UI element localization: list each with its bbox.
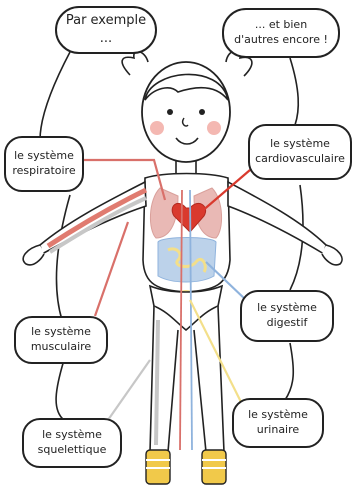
connector-right-top [290,58,298,125]
left-hand [23,245,44,265]
bubble-cardiovasculaire-line2: cardiovasculaire [255,152,345,167]
left-cheek [150,121,164,135]
bubble-urinaire-line2: urinaire [248,423,308,438]
bubble-musculaire: le système musculaire [14,316,108,364]
bubble-respiratoire-line2: respiratoire [12,164,75,179]
digestive-area [158,238,216,283]
arm-muscle [48,190,146,246]
bubble-urinaire: le système urinaire [232,398,324,448]
connector-left-bottom [56,360,64,420]
bubble-cardiovasculaire-line1: le système [255,137,345,152]
leg-bone [156,320,158,445]
pointer-musculaire [95,222,128,316]
bubble-squelettique-line2: squelettique [38,443,107,458]
left-eye [167,109,173,115]
bubble-respiratoire: le système respiratoire [4,136,84,192]
left-pigtail [122,52,148,75]
right-hand [322,245,342,265]
bubble-digestif-line1: le système [257,301,317,316]
pointer-squelettique [108,360,150,420]
bubble-autres: ... et bien d'autres encore ! [222,8,340,58]
bubble-par-exemple-line1: Par exemple [66,12,146,30]
bubble-digestif: le système digestif [240,290,334,342]
bubble-autres-line2: d'autres encore ! [234,33,328,48]
right-leg [194,306,224,452]
connector-left-mid [57,195,70,320]
bubble-musculaire-line2: musculaire [31,340,91,355]
connector-right-bottom [285,343,293,400]
left-leg [150,306,178,452]
bubble-cardiovasculaire: le système cardiovasculaire [248,124,352,180]
bubble-autres-line1: ... et bien [234,18,328,33]
right-cheek [207,121,221,135]
bubble-respiratoire-line1: le système [12,149,75,164]
bubble-par-exemple: Par exemple ... [55,6,157,54]
bubble-squelettique-line1: le système [38,428,107,443]
right-arm [228,182,326,254]
bubble-par-exemple-line2: ... [66,30,146,48]
bubble-urinaire-line1: le système [248,408,308,423]
bubble-squelettique: le système squelettique [22,418,122,468]
bubble-digestif-line2: digestif [257,316,317,331]
connector-left-top [40,52,70,140]
right-eye [199,109,205,115]
bubble-musculaire-line1: le système [31,325,91,340]
